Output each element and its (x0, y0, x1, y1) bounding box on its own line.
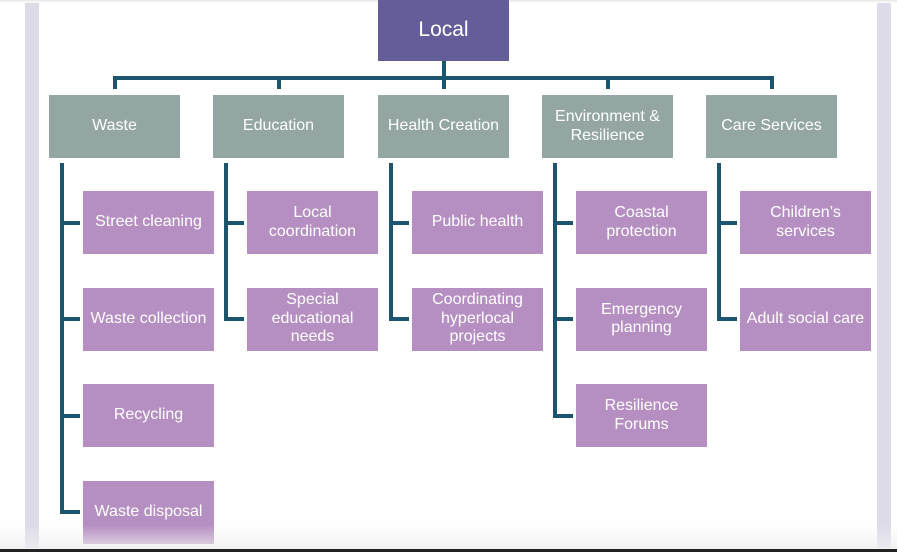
service-branch-line (224, 220, 244, 225)
root-connector (441, 61, 446, 89)
left-side-panel (25, 0, 39, 548)
service-branch-line (60, 510, 80, 514)
service-branch-line (60, 413, 80, 418)
department-trunk-line (389, 163, 393, 321)
service-branch-line (553, 220, 573, 225)
service-node: Children’s services (740, 191, 871, 254)
department-drop-line (276, 76, 281, 89)
service-node: Coastal protection (576, 191, 707, 254)
department-trunk-line (717, 163, 721, 321)
service-branch-line (389, 317, 409, 321)
department-node: Health Creation (378, 95, 509, 158)
service-node: Public health (412, 191, 543, 254)
service-branch-line (389, 220, 409, 225)
root-node: Local (378, 0, 509, 61)
department-node: Care Services (706, 95, 837, 158)
service-branch-line (717, 220, 737, 225)
department-trunk-line (224, 163, 228, 321)
service-node: Adult social care (740, 287, 871, 351)
department-node: Environment & Resilience (542, 95, 673, 158)
bottom-border (0, 549, 897, 552)
service-node: Coordinating hyperlocal projects (412, 287, 543, 351)
department-node: Waste (49, 95, 180, 158)
department-trunk-line (60, 163, 64, 514)
department-drop-line (605, 76, 610, 89)
department-drop-line (441, 76, 446, 89)
service-node: Special educational needs (247, 287, 378, 351)
service-branch-line (553, 317, 573, 321)
department-drop-line (769, 76, 774, 89)
service-node: Local coordination (247, 191, 378, 254)
service-node: Resilience Forums (576, 384, 707, 447)
service-branch-line (717, 317, 737, 321)
service-node: Street cleaning (83, 191, 214, 254)
service-node: Emergency planning (576, 287, 707, 351)
right-side-panel (877, 0, 891, 548)
service-branch-line (553, 413, 573, 418)
service-branch-line (224, 317, 244, 321)
service-node: Waste collection (83, 287, 214, 351)
service-node: Waste disposal (83, 480, 214, 544)
service-branch-line (60, 220, 80, 225)
service-branch-line (60, 317, 80, 321)
department-trunk-line (553, 163, 557, 418)
service-node: Recycling (83, 384, 214, 447)
department-node: Education (213, 95, 344, 158)
department-drop-line (112, 76, 117, 89)
